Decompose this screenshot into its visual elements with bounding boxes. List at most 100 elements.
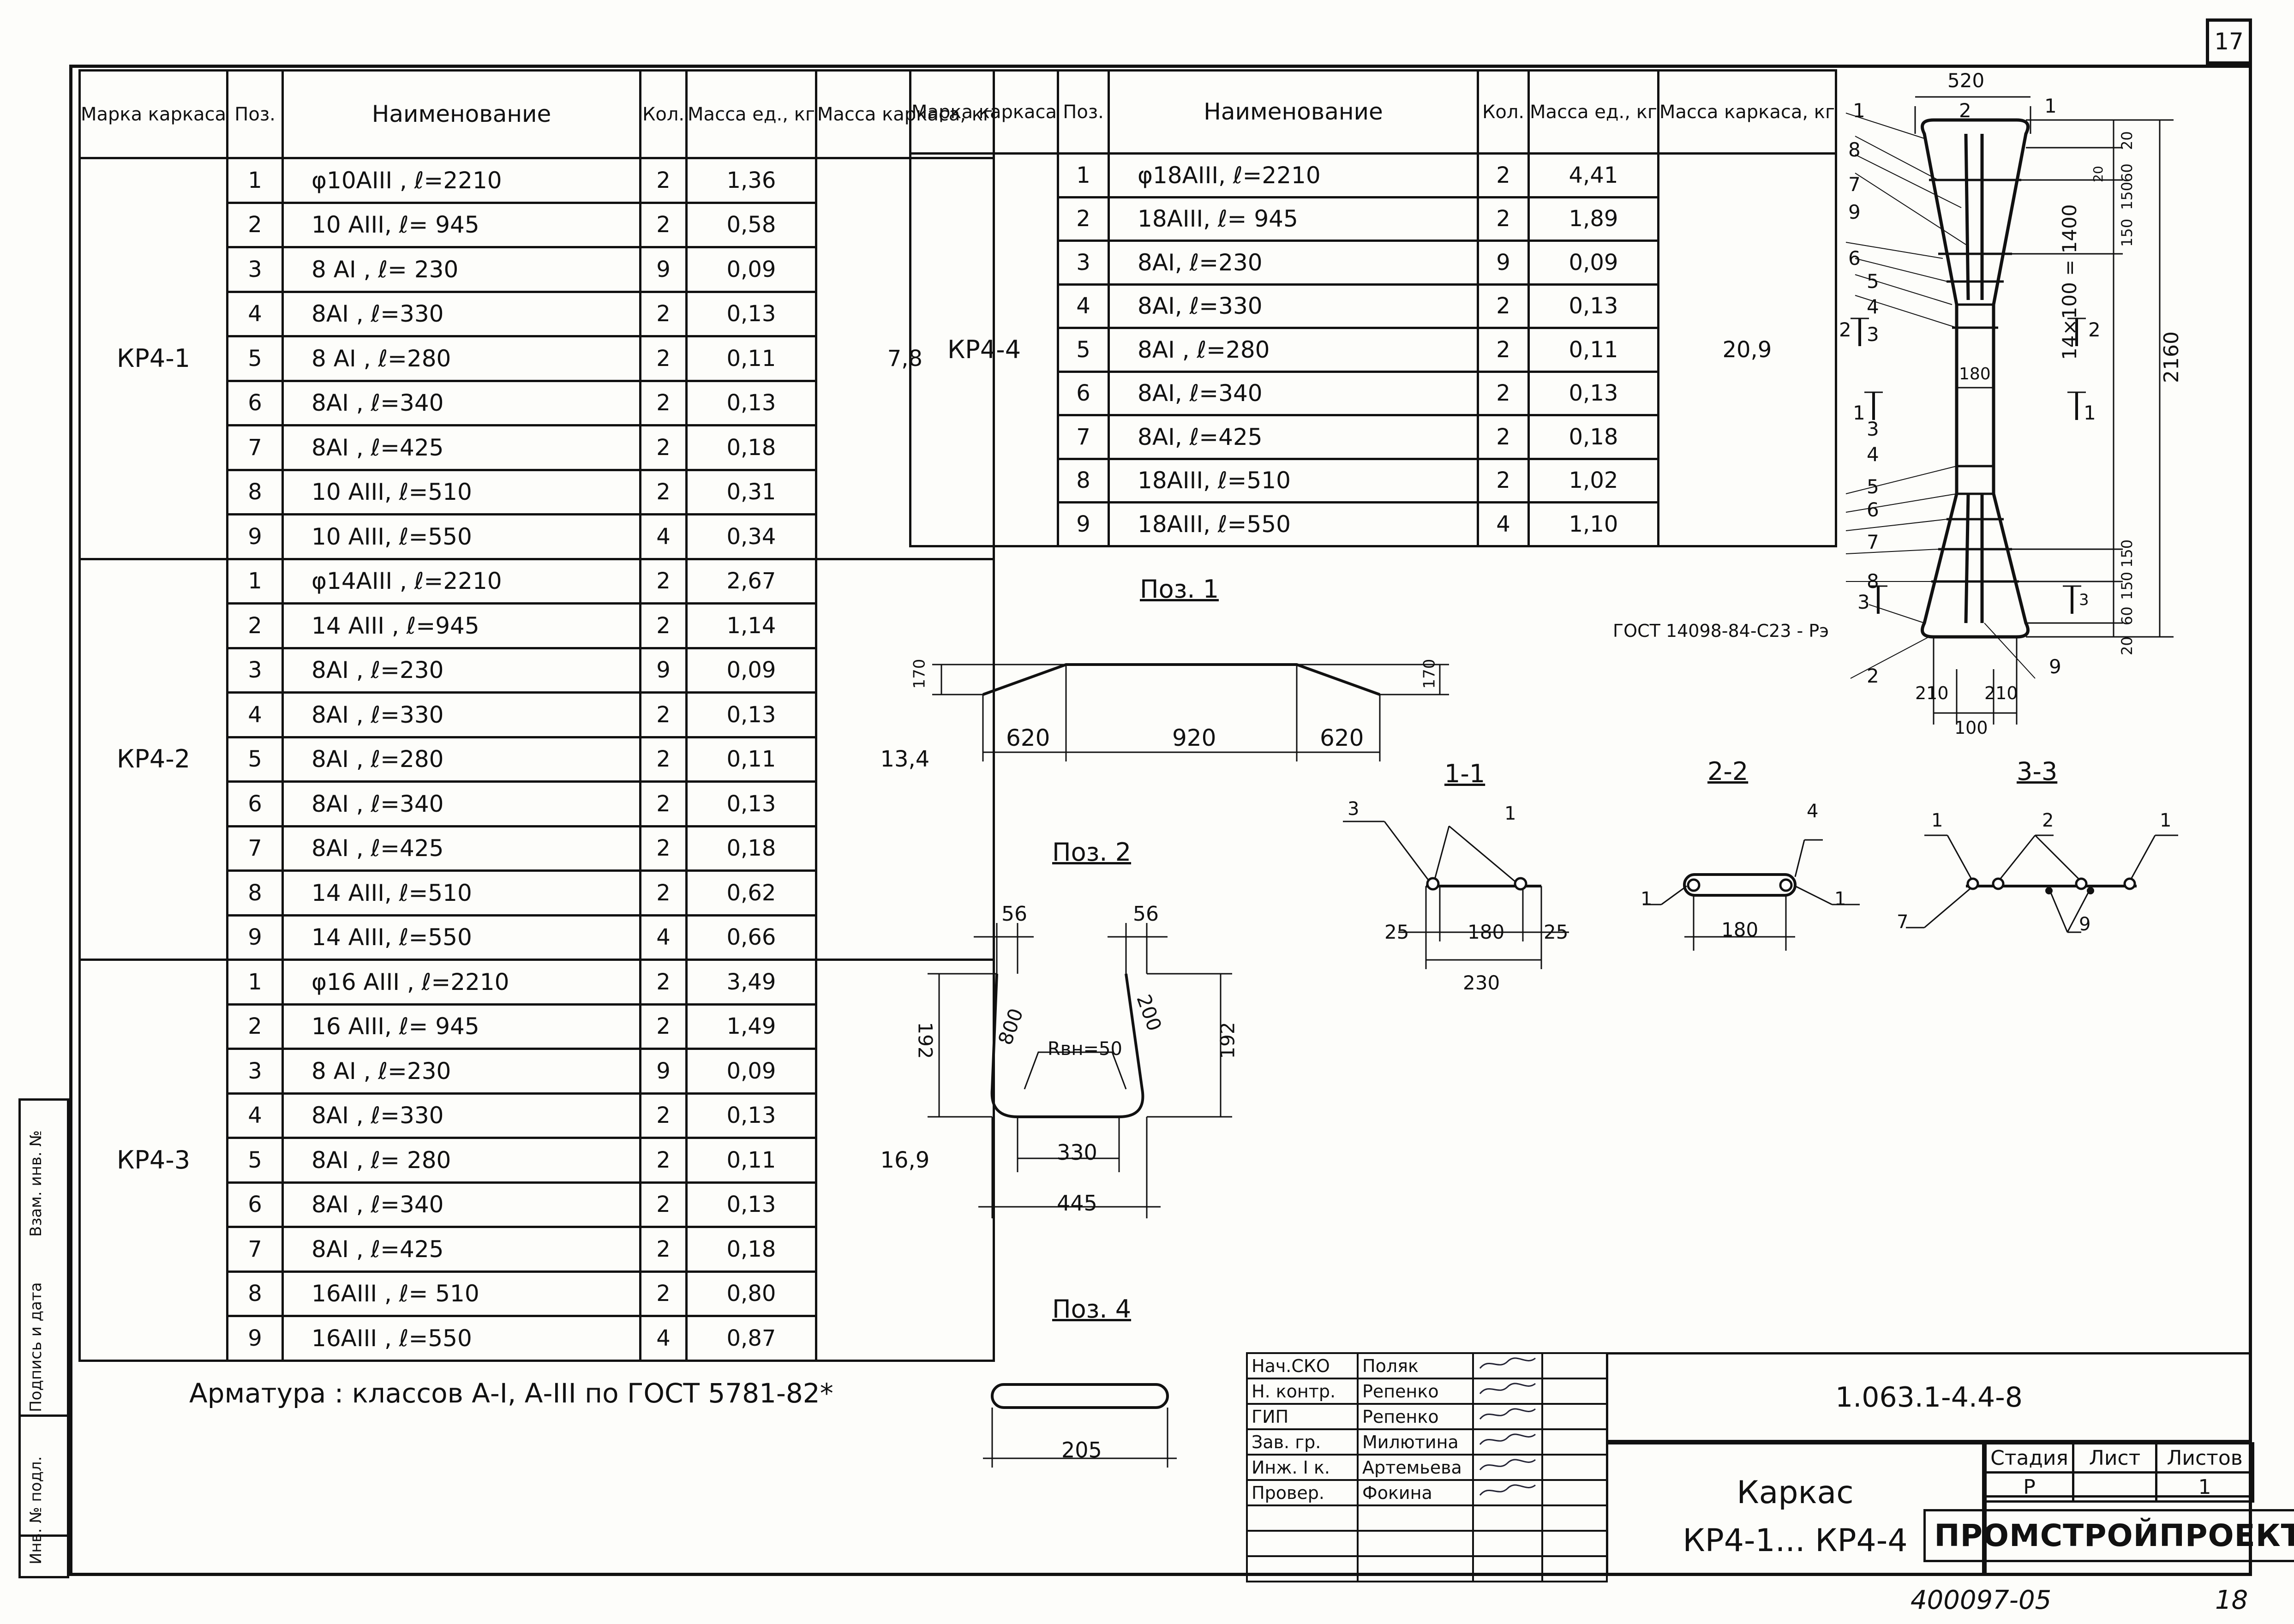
- signature-role: Нач.СКО: [1246, 1352, 1359, 1379]
- qty-cell: 2: [639, 1270, 688, 1317]
- signature-date: [1541, 1428, 1608, 1456]
- signature-mark: [1472, 1352, 1543, 1379]
- section-mark-3-right: 3: [2079, 591, 2089, 609]
- signature-name: Поляк: [1357, 1352, 1474, 1379]
- mass-unit-cell: 0,09: [685, 647, 817, 694]
- signature-role: Н. контр.: [1246, 1378, 1359, 1405]
- name-cell: 14 АIII, ℓ=550: [282, 914, 642, 961]
- section-3-3-title: 3-3: [2017, 757, 2058, 786]
- mass-unit-cell: 0,13: [685, 1092, 817, 1139]
- pos-cell: 4: [226, 290, 284, 337]
- qty-cell: 2: [1477, 414, 1530, 460]
- position-callout: 8: [1867, 570, 1879, 593]
- col-name: Наименование: [282, 69, 642, 159]
- qty-cell: 2: [639, 1181, 688, 1228]
- pos-cell: 6: [226, 379, 284, 426]
- position-callout: 3: [1867, 418, 1879, 440]
- main-dim-total: 2160: [2160, 331, 2183, 383]
- pos-cell: 6: [226, 780, 284, 827]
- empty-cell: [1246, 1530, 1359, 1557]
- qty-cell: 2: [639, 157, 688, 204]
- pos-cell: 1: [226, 959, 284, 1006]
- mass-unit-cell: 1,49: [685, 1003, 817, 1050]
- position-callout: 2: [1867, 665, 1879, 687]
- pos1-title: Поз. 1: [1140, 575, 1219, 604]
- signature-date: [1541, 1378, 1608, 1405]
- main-dim-bottom: 100: [1954, 718, 1988, 738]
- mass-unit-cell: 2,67: [685, 557, 817, 605]
- organization-name: ПРОМСТРОЙПРОЕКТ: [1923, 1509, 2294, 1562]
- pos2-dim-h-right: 192: [1216, 1022, 1239, 1059]
- side-inv-repl: Взам. инв. №: [27, 1130, 45, 1237]
- mass-unit-cell: 0,58: [685, 201, 817, 248]
- mass-unit-cell: 0,11: [685, 736, 817, 783]
- name-cell: 8АI , ℓ=330: [282, 1092, 642, 1139]
- pos-cell: 9: [226, 1315, 284, 1362]
- pos-cell: 3: [226, 246, 284, 293]
- section-1-1-dim-total: 230: [1463, 971, 1500, 994]
- signature-name: Милютина: [1357, 1428, 1474, 1456]
- col-mass-unit: Масса ед., кг: [685, 69, 817, 159]
- empty-cell: [1472, 1504, 1543, 1532]
- main-dim-b-right: 210: [1984, 683, 2018, 703]
- sheet-header: Лист: [2072, 1442, 2157, 1474]
- col-mark: Марка каркаса: [909, 69, 1060, 155]
- position-callout: 4: [1867, 443, 1879, 466]
- qty-cell: 9: [639, 1048, 688, 1095]
- qty-cell: 2: [1477, 196, 1530, 242]
- mass-unit-cell: 0,09: [1527, 240, 1659, 286]
- mass-unit-cell: 0,13: [685, 1181, 817, 1228]
- section-1-1-title: 1-1: [1444, 759, 1485, 788]
- mass-unit-cell: 0,66: [685, 914, 817, 961]
- signature-mark: [1472, 1454, 1543, 1481]
- drawing-title-line1: Каркас: [1737, 1474, 1854, 1511]
- pos-cell: 1: [226, 557, 284, 605]
- section-1-1-dim-a: 25: [1384, 921, 1409, 943]
- signature-name: Фокина: [1357, 1479, 1474, 1506]
- qty-cell: 2: [639, 736, 688, 783]
- pos2-drawing: [928, 923, 1232, 1218]
- mass-unit-cell: 0,87: [685, 1315, 817, 1362]
- empty-cell: [1246, 1504, 1359, 1532]
- name-cell: 8АI , ℓ=340: [282, 379, 642, 426]
- main-dim-60a: 60: [2118, 163, 2136, 182]
- qty-cell: 2: [639, 825, 688, 872]
- drawing-title-line2: КР4-1... КР4-4: [1683, 1522, 1908, 1559]
- pos-cell: 5: [1057, 327, 1110, 373]
- main-dim-60b: 60: [2118, 606, 2136, 625]
- mass-unit-cell: 0,11: [1527, 327, 1659, 373]
- signature-role: ГИП: [1246, 1403, 1359, 1430]
- position-callout: 4: [1867, 295, 1879, 318]
- main-dim-150c: 150: [2118, 539, 2136, 568]
- qty-cell: 2: [639, 557, 688, 605]
- col-qty: Кол.: [1477, 69, 1530, 155]
- pos-cell: 1: [226, 157, 284, 204]
- mass-unit-cell: 0,18: [685, 825, 817, 872]
- section-2-2-callout-4: 4: [1807, 801, 1819, 822]
- name-cell: 8АI , ℓ=340: [282, 780, 642, 827]
- pos-cell: 4: [226, 1092, 284, 1139]
- qty-cell: 2: [639, 1092, 688, 1139]
- pos-cell: 2: [226, 602, 284, 649]
- pos-cell: 9: [1057, 501, 1110, 547]
- name-cell: 18АIII, ℓ=510: [1108, 457, 1479, 503]
- qty-cell: 2: [1477, 457, 1530, 503]
- signature-row-empty: [1246, 1555, 1608, 1582]
- section-2-2-dim-b: 180: [1721, 918, 1759, 941]
- qty-cell: 9: [639, 647, 688, 694]
- name-cell: 8АI, ℓ=340: [1108, 370, 1479, 416]
- pos4-dim-len: 205: [1061, 1438, 1102, 1462]
- organization-box: ПРОМСТРОЙПРОЕКТ: [1923, 1495, 2294, 1576]
